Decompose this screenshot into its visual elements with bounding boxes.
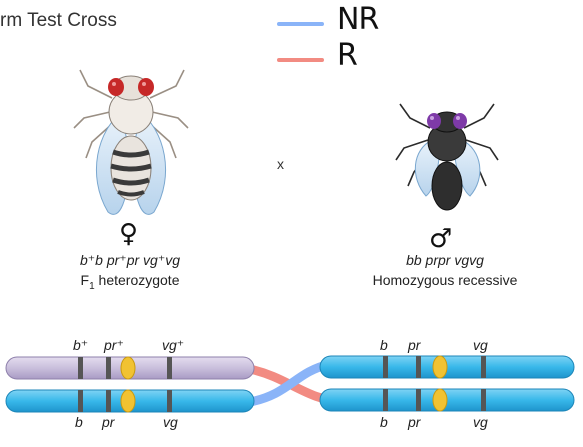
allele-label: b: [380, 337, 388, 353]
female-desc-rest: heterozygote: [94, 272, 180, 288]
chromosome-right-top: [319, 355, 575, 379]
chromosome-left-top: [5, 356, 255, 380]
allele-label: b⁺: [73, 337, 89, 353]
allele-label: vg: [163, 414, 178, 430]
allele-label: pr: [408, 414, 421, 430]
female-symbol: ♀: [119, 219, 139, 249]
allele-label: b: [75, 414, 83, 430]
allele-label: vg: [473, 337, 488, 353]
male-description: Homozygous recessive: [372, 272, 518, 288]
chromosome-right-bottom: [319, 388, 575, 412]
allele-label: b: [380, 414, 388, 430]
cross-symbol: x: [277, 156, 284, 172]
allele-label: pr: [102, 414, 115, 430]
female-fly-illustration: [73, 69, 189, 215]
chromosome-left-bottom: [5, 389, 255, 413]
male-symbol: ♂: [429, 224, 453, 254]
legend-r-label: R: [337, 38, 358, 73]
allele-label: pr: [408, 337, 421, 353]
female-description: F1 heterozygote: [40, 272, 220, 292]
legend-nr-label: NR: [337, 2, 379, 37]
allele-label: vg: [473, 414, 488, 430]
female-desc-f: F: [80, 272, 90, 288]
male-genotype: bb prpr vgvg: [406, 252, 484, 268]
page-title: rm Test Cross: [0, 10, 117, 31]
allele-label: pr⁺: [104, 337, 124, 353]
allele-label: vg⁺: [162, 337, 185, 353]
female-desc-sub: 1: [89, 280, 95, 292]
male-fly-illustration: [395, 103, 499, 211]
female-genotype: b⁺b pr⁺pr vg⁺vg: [80, 252, 180, 268]
